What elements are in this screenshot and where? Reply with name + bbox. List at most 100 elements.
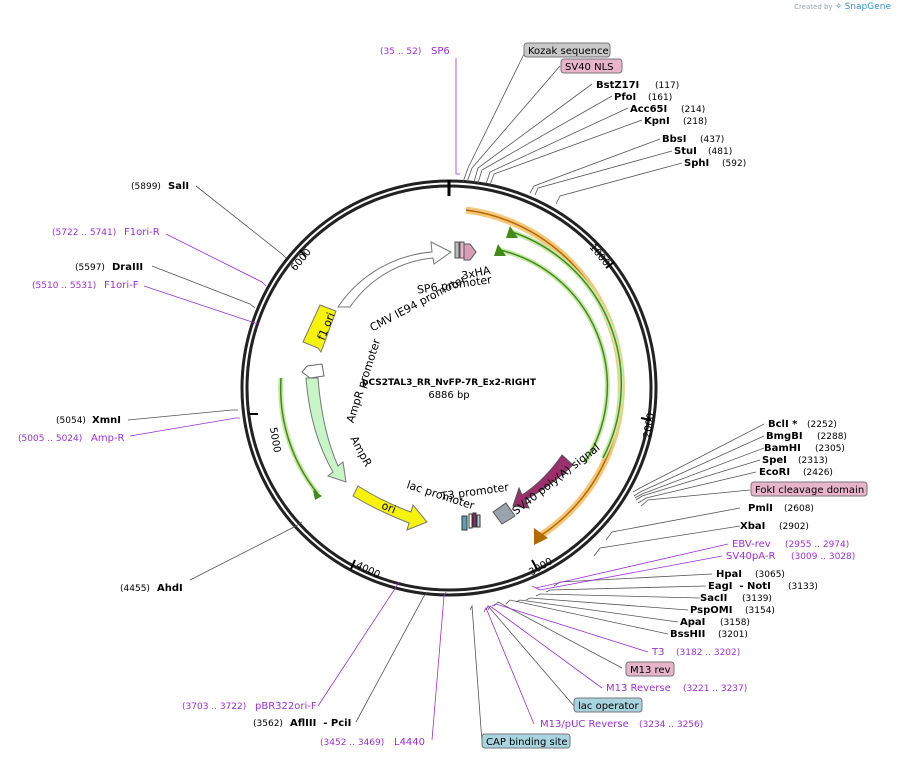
primer-m13-reverse-pos: (3221 .. 3237): [683, 684, 747, 694]
primer-pbr322ori-f-pos: (3703 .. 3722): [182, 702, 246, 712]
enzyme-pspomi: PspOMI: [690, 605, 732, 616]
enzyme-bsshii-pos: (3201): [718, 630, 748, 640]
primer-amp-r: Amp-R: [91, 433, 125, 444]
enzyme-sphi-pos: (592): [722, 159, 746, 169]
enzyme-draiii-pos: (5597): [75, 263, 105, 273]
tick-label-2000: 2000: [642, 412, 657, 439]
enzyme-pfoi-pos: (161): [648, 93, 672, 103]
ampr-promoter-arrow: [301, 363, 325, 379]
foki-box: [750, 481, 868, 497]
left-label-column: (35 .. 52) SP6 (5899) SalI (5722 .. 5741…: [18, 46, 450, 748]
cap-site-label: CAP binding site: [486, 737, 568, 748]
ori-label: ori: [380, 499, 398, 516]
primer-pbr322ori-f: pBR322ori-F: [255, 701, 317, 712]
enzyme-afliii-pos: (3562): [253, 719, 283, 729]
plasmid-name: pCS2TAL3_RR_NvFP-7R_Ex2-RIGHT: [362, 378, 537, 388]
enzyme-ahdi-pos: (4455): [120, 584, 150, 594]
enzyme-bstz17i: BstZ17I: [596, 80, 639, 91]
credit-brand: SnapGene: [844, 2, 891, 12]
primer-f1ori-r: F1ori-R: [124, 227, 160, 238]
enzyme-bsshii: BssHII: [670, 629, 705, 640]
enzyme-xbai: XbaI: [740, 521, 765, 532]
ori-arrow: [352, 485, 428, 531]
enzyme-hpai: HpaI: [716, 569, 742, 580]
primer-t3: T3: [651, 647, 664, 658]
cap-site-feature: [476, 514, 481, 528]
cmv-promoter-arrow: [337, 241, 452, 308]
tick-marks: [249, 249, 652, 570]
enzyme-spei-pos: (2313): [798, 456, 828, 466]
sv40-polya-label: SV40 poly(A) signal: [510, 441, 603, 517]
lac-operator-box: [573, 697, 643, 713]
ha-tag-feature: [463, 243, 477, 261]
enzyme-pspomi-pos: (3154): [745, 606, 775, 616]
enzyme-bamhi: BamHI: [764, 443, 801, 454]
enzyme-acc65i-pos: (214): [681, 105, 705, 115]
primer-sv40pa-r-pos: (3009 .. 3028): [791, 552, 855, 562]
lac-operator-label: lac operator: [578, 701, 639, 712]
enzyme-pfoi: PfoI: [614, 92, 636, 103]
foki-label: FokI cleavage domain: [755, 485, 864, 496]
primer-ebv-rev: EBV-rev: [732, 539, 771, 550]
m13rev-feature: [472, 512, 477, 528]
m13rev-box: [625, 661, 675, 677]
right-label-column: Kozak sequence SV40 NLS BstZ17I (117) Pf…: [481, 42, 868, 749]
enzyme-sali-pos: (5899): [131, 182, 161, 192]
enzyme-pmli: PmlI: [748, 503, 773, 514]
primer-f1ori-f-pos: (5510 .. 5531): [32, 281, 96, 291]
leader-lines-left: [127, 185, 429, 723]
grey-feature: [492, 502, 516, 525]
plasmid-length: 6886 bp: [428, 390, 469, 401]
enzyme-bamhi-pos: (2305): [815, 444, 845, 454]
primer-sv40pa-r: SV40pA-R: [726, 551, 775, 562]
t3-promoter-feature: [468, 513, 473, 529]
primer-l4440: L4440: [394, 737, 425, 748]
sv40-polya-arrow: [512, 454, 574, 509]
f1-ori-arrow: [302, 304, 337, 354]
enzyme-bmgbi: BmgBI: [766, 431, 803, 442]
primer-t3-pos: (3182 .. 3202): [676, 648, 740, 658]
primer-l4440-pos: (3452 .. 3469): [320, 738, 384, 748]
enzyme-bstz17i-pos: (117): [655, 81, 679, 91]
credit-prefix: Created by: [794, 3, 833, 11]
snapgene-credit: Created by ✧ SnapGene: [794, 2, 891, 12]
primer-sp6: SP6: [431, 46, 450, 57]
primer-m13-reverse: M13 Reverse: [606, 683, 671, 694]
enzyme-apai: ApaI: [680, 617, 705, 628]
enzyme-ecori: EcoRI: [759, 467, 790, 478]
enzyme-pmli-pos: (2608): [784, 504, 814, 514]
enzyme-kpni: KpnI: [644, 116, 670, 127]
kozak-feature: [454, 241, 460, 259]
enzyme-stui: StuI: [674, 146, 697, 157]
primer-sp6-pos: (35 .. 52): [380, 47, 421, 57]
enzyme-eagi-noti: EagI - NotI: [708, 581, 771, 592]
snapgene-logo-icon: ✧: [834, 2, 843, 12]
enzyme-hpai-pos: (3065): [755, 570, 785, 580]
enzyme-spei: SpeI: [762, 455, 787, 466]
enzyme-afliii-pcii: AflIII - PciI: [290, 718, 351, 729]
m13rev-label: M13 rev: [630, 665, 671, 676]
enzyme-bbsi: BbsI: [662, 134, 686, 145]
lac-operator-feature: [461, 515, 468, 531]
nls-feature: [459, 241, 465, 259]
ampr-arrow: [305, 377, 347, 483]
enzyme-sphi: SphI: [684, 158, 709, 169]
enzyme-eagi-noti-pos: (3133): [788, 582, 818, 592]
enzyme-xmni-pos: (5054): [56, 416, 86, 426]
primer-f1ori-r-pos: (5722 .. 5741): [52, 228, 116, 238]
primer-amp-r-pos: (5005 .. 5024): [18, 434, 82, 444]
primer-m13puc-reverse: M13/pUC Reverse: [540, 719, 629, 730]
enzyme-sali: SalI: [168, 181, 189, 192]
enzyme-bcli: BclI *: [768, 419, 798, 430]
enzyme-bcli-pos: (2252): [807, 420, 837, 430]
leader-lines-left-primer: [129, 58, 460, 741]
enzyme-sacii-pos: (3139): [742, 594, 772, 604]
enzyme-bmgbi-pos: (2288): [817, 432, 847, 442]
enzyme-xbai-pos: (2902): [779, 522, 809, 532]
sv40-nls-label: SV40 NLS: [565, 62, 614, 73]
primer-f1ori-f: F1ori-F: [104, 280, 139, 291]
leader-lines-right-primer: [483, 543, 729, 725]
enzyme-stui-pos: (481): [708, 147, 732, 157]
leader-lines-right: [462, 53, 765, 743]
